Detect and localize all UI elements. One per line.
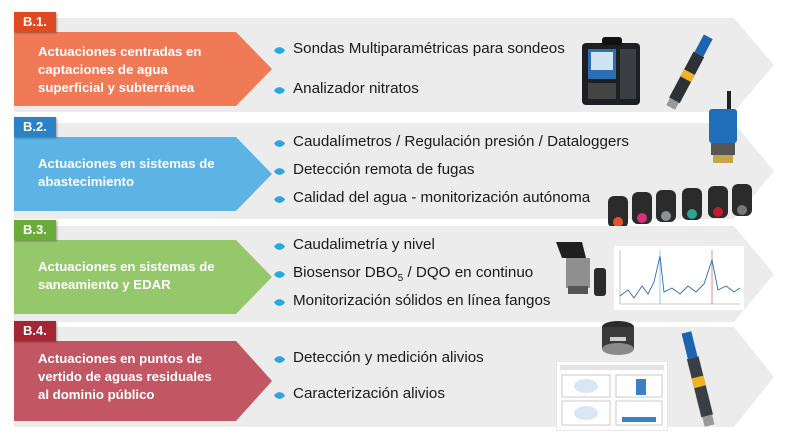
bullet-drop-icon xyxy=(274,299,285,306)
section-title-box xyxy=(14,32,272,106)
probe-image xyxy=(666,34,713,110)
bullet-drop-icon xyxy=(274,243,285,250)
section-title-box xyxy=(14,137,272,211)
section-b4: B.4. Actuaciones en puntos de vertido de… xyxy=(0,321,787,431)
section-title-box xyxy=(14,341,272,421)
section-title: Actuaciones en sistemas de abastecimient… xyxy=(38,156,215,189)
software-screen-image xyxy=(556,361,668,431)
section-b1: B.1. Actuaciones centradas en captacione… xyxy=(0,12,787,115)
section-code-badge: B.4. xyxy=(14,321,56,341)
monitoring-chart-image xyxy=(614,246,744,310)
bullet-drop-icon xyxy=(274,356,285,363)
section-code-badge: B.1. xyxy=(14,12,56,32)
section-b3: B.3. Actuaciones en sistemas de saneamie… xyxy=(0,220,787,323)
bullet-drop-icon xyxy=(274,47,285,54)
section-title: Actuaciones en sistemas de saneamiento y… xyxy=(38,259,215,292)
sensor-probes-image xyxy=(608,184,752,228)
section-title: Actuaciones centradas en captaciones de … xyxy=(38,44,202,95)
probe-image xyxy=(681,331,715,427)
datalogger-image xyxy=(709,91,737,163)
bullet-drop-icon xyxy=(274,271,285,278)
level-sensor-image xyxy=(602,321,634,355)
bullet-drop-icon xyxy=(274,392,285,399)
flowmeter-image xyxy=(556,242,606,296)
bullet-drop-icon xyxy=(274,168,285,175)
section-code-badge: B.2. xyxy=(14,117,56,137)
section-code-badge: B.3. xyxy=(14,220,56,240)
section-title-box xyxy=(14,240,272,314)
section-title: Actuaciones en puntos de vertido de agua… xyxy=(38,351,212,402)
section-b2: B.2. Actuaciones en sistemas de abasteci… xyxy=(0,91,787,228)
bullet-drop-icon xyxy=(274,196,285,203)
bullet-drop-icon xyxy=(274,140,285,147)
multiparameter-case-image xyxy=(582,37,640,105)
bullet-drop-icon xyxy=(274,87,285,94)
